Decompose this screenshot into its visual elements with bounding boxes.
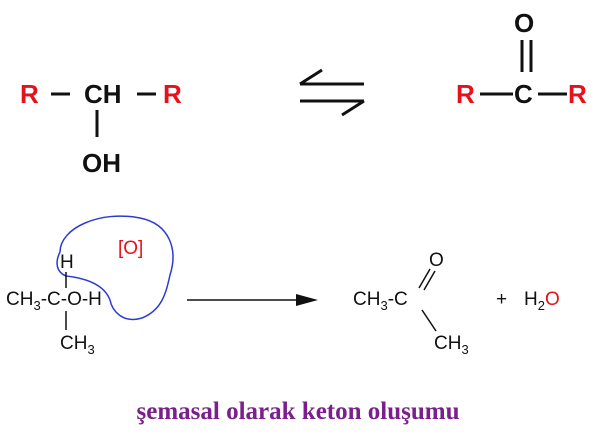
water-formula: H2O: [524, 289, 560, 313]
ketone-r-left: R: [456, 79, 475, 109]
ch3-bottom: CH3: [60, 333, 95, 357]
ketone-o: O: [514, 8, 534, 38]
right-arrow-icon: [187, 294, 318, 306]
acetone-structure: CH3-C O CH3: [353, 250, 469, 357]
h-top-label: H: [60, 252, 74, 273]
ketone-c: C: [514, 79, 533, 109]
acetone-co-bond-2: [423, 270, 436, 291]
alcohol-structure: R CH R OH: [20, 79, 182, 178]
equilibrium-arrows-icon: [299, 68, 365, 117]
acetone-c-ch3-bond: [421, 309, 437, 332]
ch3-left: CH3-C-O-H: [6, 289, 102, 313]
oxidant-label: [O]: [118, 238, 143, 259]
isopropanol-structure: [O] H CH3-C-O-H CH3: [6, 215, 174, 357]
oh-label: OH: [82, 148, 121, 178]
water-product: + H2O: [496, 289, 560, 313]
acetone-ch3-left: CH3-C: [353, 289, 408, 313]
plus-sign: +: [496, 289, 507, 310]
ketone-r-right: R: [568, 79, 587, 109]
caption: şemasal olarak keton oluşumu: [136, 398, 460, 425]
acetone-o: O: [429, 250, 444, 271]
ketone-structure: R C R O: [456, 8, 587, 109]
acetone-ch3-bottom: CH3: [434, 333, 469, 357]
ch-label: CH: [84, 79, 122, 109]
acetone-co-bond-1: [418, 268, 431, 289]
r-group-right: R: [163, 79, 182, 109]
r-group-left: R: [20, 79, 39, 109]
